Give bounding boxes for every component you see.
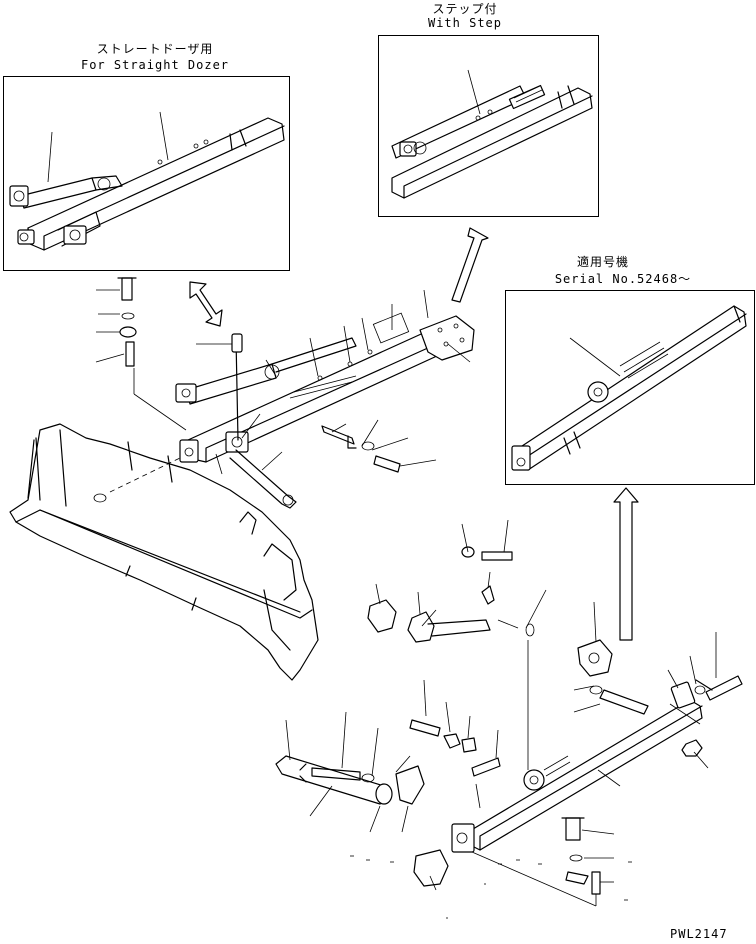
drawing-code: PWL2147 <box>670 927 728 941</box>
inset-straight-dozer-title-en: For Straight Dozer <box>80 58 230 72</box>
dot-marks <box>350 855 632 919</box>
inset-straight-dozer-title-jp: ストレートドーザ用 <box>96 42 214 56</box>
inset-serial-title-jp: 適用号機 <box>576 255 629 269</box>
inset-serial-box <box>505 290 755 485</box>
arrows <box>189 227 639 641</box>
inset-with-step-title-en: With Step <box>427 16 503 30</box>
main-hardware <box>117 277 401 473</box>
serial-frame-drawing <box>511 305 747 471</box>
inset-serial-title-en: Serial No.52468～ <box>554 272 692 286</box>
straight-dozer-frame-drawing <box>9 111 285 251</box>
main-frame-drawing <box>175 312 475 509</box>
lower-assembly-drawing <box>275 546 743 907</box>
leader-lines-main <box>95 289 471 475</box>
inset-with-step-box <box>378 35 599 217</box>
blade-drawing <box>9 423 319 681</box>
with-step-frame-drawing <box>391 69 593 199</box>
leader-lines-lower <box>285 519 717 891</box>
inset-with-step-title-jp: ステップ付 <box>432 2 498 16</box>
